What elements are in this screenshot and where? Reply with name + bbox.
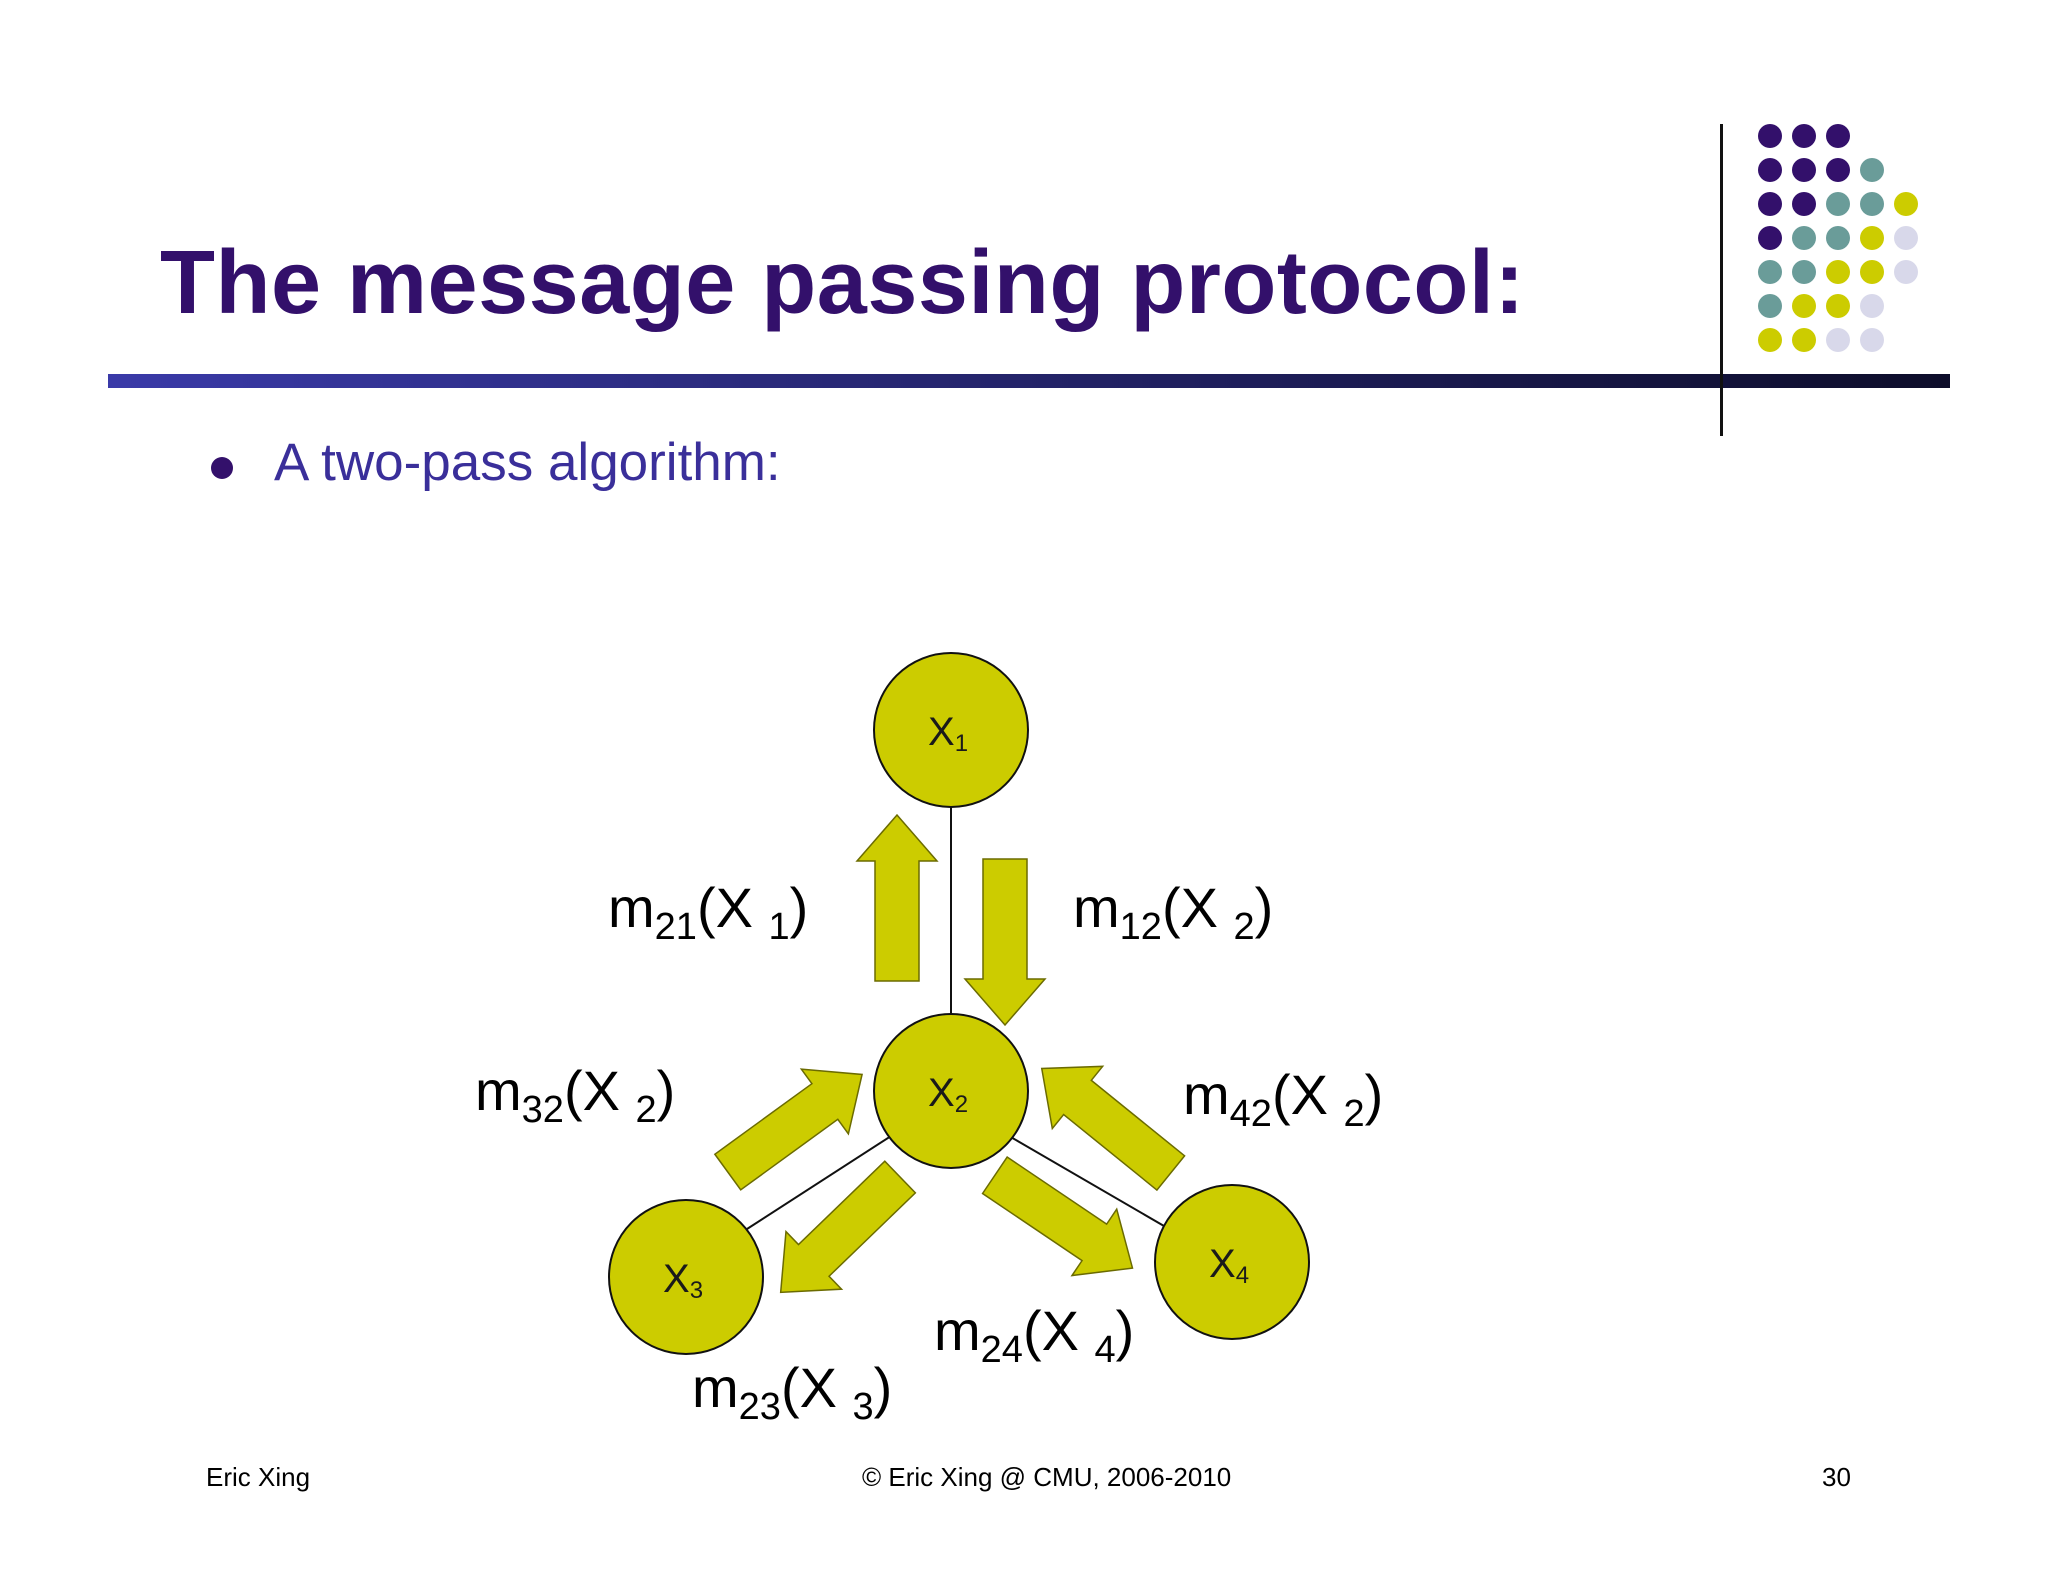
- title-vertical-divider: [1720, 124, 1723, 436]
- decorative-dot: [1894, 260, 1918, 284]
- decorative-dot: [1758, 226, 1782, 250]
- node-x2-circle: [873, 1013, 1029, 1169]
- bullet-text: A two-pass algorithm:: [274, 433, 781, 492]
- message-label-m24: m24(X 4): [934, 1299, 1135, 1371]
- graph-edges: [746, 807, 1165, 1230]
- node-label-x1: X1: [928, 710, 969, 757]
- message-label-m42: m42(X 2): [1183, 1063, 1384, 1135]
- node-x4-circle: [1154, 1184, 1310, 1340]
- decorative-dot: [1792, 158, 1816, 182]
- edge-x2-x3: [746, 1135, 892, 1230]
- decorative-dot: [1758, 328, 1782, 352]
- decorative-dot: [1826, 124, 1850, 148]
- decorative-dot: [1826, 158, 1850, 182]
- arrow-m21-up: [855, 813, 939, 982]
- message-label-m21: m21(X 1): [608, 876, 809, 948]
- decorative-dot: [1860, 294, 1884, 318]
- node-label-x4: X4: [1209, 1242, 1250, 1289]
- arrow-m32: [713, 1068, 864, 1191]
- footer-author: Eric Xing: [206, 1462, 311, 1492]
- decorative-dot: [1860, 192, 1884, 216]
- arrow-m23: [779, 1160, 917, 1294]
- decorative-dot: [1860, 260, 1884, 284]
- node-x1-circle: [873, 652, 1029, 808]
- arrow-m12-down: [963, 858, 1047, 1027]
- decorative-dot: [1826, 294, 1850, 318]
- message-label-m12: m12(X 2): [1073, 876, 1274, 948]
- decorative-dot: [1792, 192, 1816, 216]
- bullet-marker: [211, 457, 233, 479]
- decorative-dot: [1758, 260, 1782, 284]
- decorative-dot: [1826, 192, 1850, 216]
- decorative-dot: [1894, 192, 1918, 216]
- footer-page-number: 30: [1822, 1462, 1851, 1492]
- decorative-dot: [1792, 260, 1816, 284]
- footer-copyright: © Eric Xing @ CMU, 2006-2010: [862, 1462, 1232, 1492]
- slide-title: The message passing protocol:: [160, 233, 1525, 333]
- decorative-dot: [1758, 294, 1782, 318]
- message-arrows: [713, 813, 1186, 1294]
- decorative-dot-grid: [1758, 124, 1918, 352]
- decorative-dot: [1792, 124, 1816, 148]
- decorative-dot: [1826, 226, 1850, 250]
- decorative-dot: [1826, 260, 1850, 284]
- decorative-dot: [1860, 226, 1884, 250]
- edge-x2-x4: [1008, 1135, 1165, 1227]
- decorative-dot: [1894, 226, 1918, 250]
- decorative-dot: [1792, 328, 1816, 352]
- message-label-m32: m32(X 2): [475, 1059, 676, 1131]
- decorative-dot: [1758, 192, 1782, 216]
- decorative-dot: [1792, 226, 1816, 250]
- decorative-dot: [1758, 124, 1782, 148]
- arrow-m24: [981, 1155, 1134, 1277]
- decorative-dot: [1860, 158, 1884, 182]
- node-label-x2: X2: [928, 1071, 969, 1118]
- decorative-dot: [1860, 328, 1884, 352]
- message-label-m23: m23(X 3): [692, 1356, 893, 1428]
- decorative-dot: [1792, 294, 1816, 318]
- arrow-m42: [1040, 1065, 1186, 1192]
- decorative-dot: [1758, 158, 1782, 182]
- node-x3-circle: [608, 1199, 764, 1355]
- title-underline-rule: [108, 374, 1950, 388]
- decorative-dot: [1826, 328, 1850, 352]
- node-label-x3: X3: [663, 1257, 704, 1304]
- graph-nodes: [608, 652, 1310, 1355]
